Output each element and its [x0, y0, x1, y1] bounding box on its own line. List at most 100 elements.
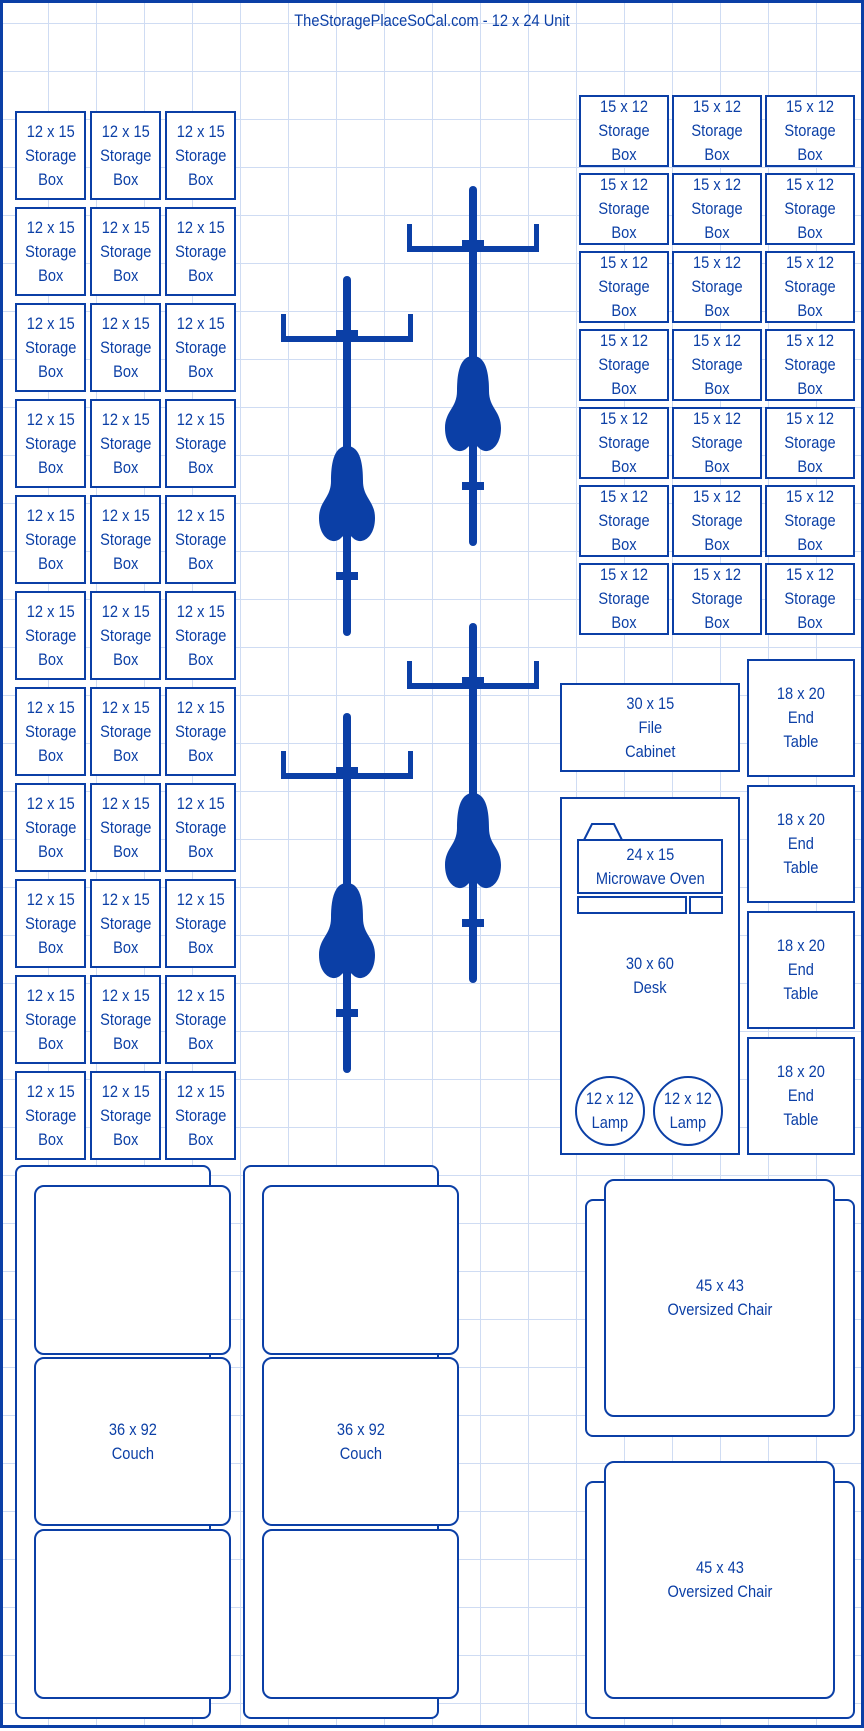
storage-box-12x15: 12 x 15 Storage Box	[165, 207, 236, 296]
microwave-oven: 24 x 15 Microwave Oven	[577, 839, 723, 894]
bicycle-icon	[281, 276, 413, 636]
storage-box-15x12: 15 x 12 Storage Box	[765, 251, 855, 323]
storage-box-15x12-label: 15 x 12 Storage Box	[784, 331, 836, 398]
storage-box-12x15-label: 12 x 15 Storage Box	[24, 505, 77, 573]
storage-box-12x15-label: 12 x 15 Storage Box	[174, 697, 227, 765]
bicycle-icon	[281, 713, 413, 1073]
storage-box-15x12-label: 15 x 12 Storage Box	[784, 409, 836, 476]
storage-box-12x15-label: 12 x 15 Storage Box	[174, 793, 227, 861]
storage-box-12x15-label: 12 x 15 Storage Box	[24, 697, 77, 765]
storage-box-15x12: 15 x 12 Storage Box	[672, 251, 762, 323]
storage-box-15x12: 15 x 12 Storage Box	[765, 407, 855, 479]
storage-box-15x12: 15 x 12 Storage Box	[765, 173, 855, 245]
couch: 36 x 92 Couch	[262, 1357, 459, 1526]
storage-box-15x12: 15 x 12 Storage Box	[579, 563, 669, 635]
storage-box-15x12: 15 x 12 Storage Box	[672, 329, 762, 401]
storage-box-12x15-label: 12 x 15 Storage Box	[24, 601, 77, 669]
couch-label: 36 x 92 Couch	[108, 1419, 157, 1463]
couch-cushion	[262, 1185, 459, 1355]
storage-box-12x15-label: 12 x 15 Storage Box	[24, 313, 77, 381]
storage-box-12x15-label: 12 x 15 Storage Box	[99, 505, 152, 573]
storage-box-12x15-label: 12 x 15 Storage Box	[99, 889, 152, 957]
storage-box-12x15: 12 x 15 Storage Box	[165, 399, 236, 488]
storage-box-12x15-label: 12 x 15 Storage Box	[99, 793, 152, 861]
storage-box-12x15: 12 x 15 Storage Box	[15, 495, 86, 584]
storage-box-12x15-label: 12 x 15 Storage Box	[99, 985, 152, 1053]
file-cabinet-label: 30 x 15 File Cabinet	[624, 693, 676, 761]
lamp-label: 12 x 12 Lamp	[586, 1089, 634, 1132]
storage-box-15x12: 15 x 12 Storage Box	[672, 173, 762, 245]
storage-box-12x15: 12 x 15 Storage Box	[165, 303, 236, 392]
storage-box-15x12-label: 15 x 12 Storage Box	[598, 253, 650, 320]
oversized-chair: 45 x 43 Oversized Chair	[604, 1461, 835, 1699]
storage-box-12x15: 12 x 15 Storage Box	[90, 783, 161, 872]
storage-box-15x12: 15 x 12 Storage Box	[579, 329, 669, 401]
storage-box-15x12-label: 15 x 12 Storage Box	[691, 487, 743, 554]
storage-box-15x12: 15 x 12 Storage Box	[579, 407, 669, 479]
storage-box-15x12: 15 x 12 Storage Box	[672, 563, 762, 635]
microwave-label: 24 x 15 Microwave Oven	[595, 844, 705, 888]
storage-box-15x12: 15 x 12 Storage Box	[672, 407, 762, 479]
chair-label: 45 x 43 Oversized Chair	[667, 1558, 772, 1601]
lamp: 12 x 12 Lamp	[575, 1076, 645, 1146]
storage-box-15x12-label: 15 x 12 Storage Box	[784, 97, 836, 164]
storage-box-15x12: 15 x 12 Storage Box	[765, 95, 855, 167]
storage-box-12x15: 12 x 15 Storage Box	[15, 399, 86, 488]
couch-cushion	[262, 1529, 459, 1699]
storage-box-12x15-label: 12 x 15 Storage Box	[99, 601, 152, 669]
storage-box-12x15: 12 x 15 Storage Box	[90, 591, 161, 680]
desk-label: 30 x 60 Desk	[626, 954, 674, 997]
storage-box-12x15: 12 x 15 Storage Box	[90, 1071, 161, 1160]
storage-box-12x15-label: 12 x 15 Storage Box	[174, 313, 227, 381]
file-cabinet: 30 x 15 File Cabinet	[560, 683, 740, 772]
storage-box-12x15: 12 x 15 Storage Box	[165, 975, 236, 1064]
storage-box-12x15-label: 12 x 15 Storage Box	[174, 409, 227, 477]
storage-box-12x15: 12 x 15 Storage Box	[165, 783, 236, 872]
storage-box-12x15-label: 12 x 15 Storage Box	[24, 1081, 77, 1149]
couch-cushion	[34, 1185, 231, 1355]
storage-box-15x12-label: 15 x 12 Storage Box	[691, 331, 743, 398]
storage-box-12x15-label: 12 x 15 Storage Box	[99, 697, 152, 765]
storage-box-15x12: 15 x 12 Storage Box	[579, 95, 669, 167]
storage-box-12x15: 12 x 15 Storage Box	[165, 591, 236, 680]
end-table: 18 x 20 End Table	[747, 1037, 855, 1155]
storage-box-12x15: 12 x 15 Storage Box	[15, 591, 86, 680]
storage-box-12x15-label: 12 x 15 Storage Box	[174, 1081, 227, 1149]
lamp-label: 12 x 12 Lamp	[664, 1089, 712, 1132]
end-table-label: 18 x 20 End Table	[777, 684, 825, 751]
end-table-label: 18 x 20 End Table	[777, 936, 825, 1003]
storage-box-15x12-label: 15 x 12 Storage Box	[598, 331, 650, 398]
bicycle-icon	[407, 623, 539, 983]
storage-box-12x15-label: 12 x 15 Storage Box	[99, 121, 152, 189]
storage-box-12x15: 12 x 15 Storage Box	[90, 879, 161, 968]
storage-box-15x12-label: 15 x 12 Storage Box	[691, 565, 743, 632]
microwave-base	[577, 896, 687, 914]
storage-box-12x15: 12 x 15 Storage Box	[165, 687, 236, 776]
storage-box-12x15-label: 12 x 15 Storage Box	[174, 985, 227, 1053]
storage-box-12x15: 12 x 15 Storage Box	[15, 783, 86, 872]
couch: 36 x 92 Couch	[34, 1357, 231, 1526]
storage-box-12x15-label: 12 x 15 Storage Box	[99, 217, 152, 285]
microwave-control-panel	[689, 896, 723, 914]
storage-box-12x15-label: 12 x 15 Storage Box	[174, 121, 227, 189]
storage-box-12x15-label: 12 x 15 Storage Box	[24, 121, 77, 189]
storage-box-15x12: 15 x 12 Storage Box	[765, 329, 855, 401]
storage-box-12x15-label: 12 x 15 Storage Box	[24, 889, 77, 957]
storage-box-12x15: 12 x 15 Storage Box	[15, 111, 86, 200]
storage-box-15x12: 15 x 12 Storage Box	[672, 95, 762, 167]
page-title: TheStoragePlaceSoCal.com - 12 x 24 Unit	[294, 11, 570, 30]
storage-box-12x15: 12 x 15 Storage Box	[90, 111, 161, 200]
end-table-label: 18 x 20 End Table	[777, 1062, 825, 1129]
storage-box-12x15: 12 x 15 Storage Box	[165, 1071, 236, 1160]
storage-box-12x15: 12 x 15 Storage Box	[165, 495, 236, 584]
storage-box-12x15: 12 x 15 Storage Box	[90, 207, 161, 296]
storage-box-15x12-label: 15 x 12 Storage Box	[784, 565, 836, 632]
storage-box-15x12: 15 x 12 Storage Box	[579, 251, 669, 323]
storage-box-15x12-label: 15 x 12 Storage Box	[784, 487, 836, 554]
lamp: 12 x 12 Lamp	[653, 1076, 723, 1146]
storage-box-12x15-label: 12 x 15 Storage Box	[99, 409, 152, 477]
storage-box-12x15-label: 12 x 15 Storage Box	[174, 217, 227, 285]
storage-box-12x15-label: 12 x 15 Storage Box	[24, 409, 77, 477]
couch-cushion	[34, 1529, 231, 1699]
storage-box-12x15: 12 x 15 Storage Box	[15, 879, 86, 968]
